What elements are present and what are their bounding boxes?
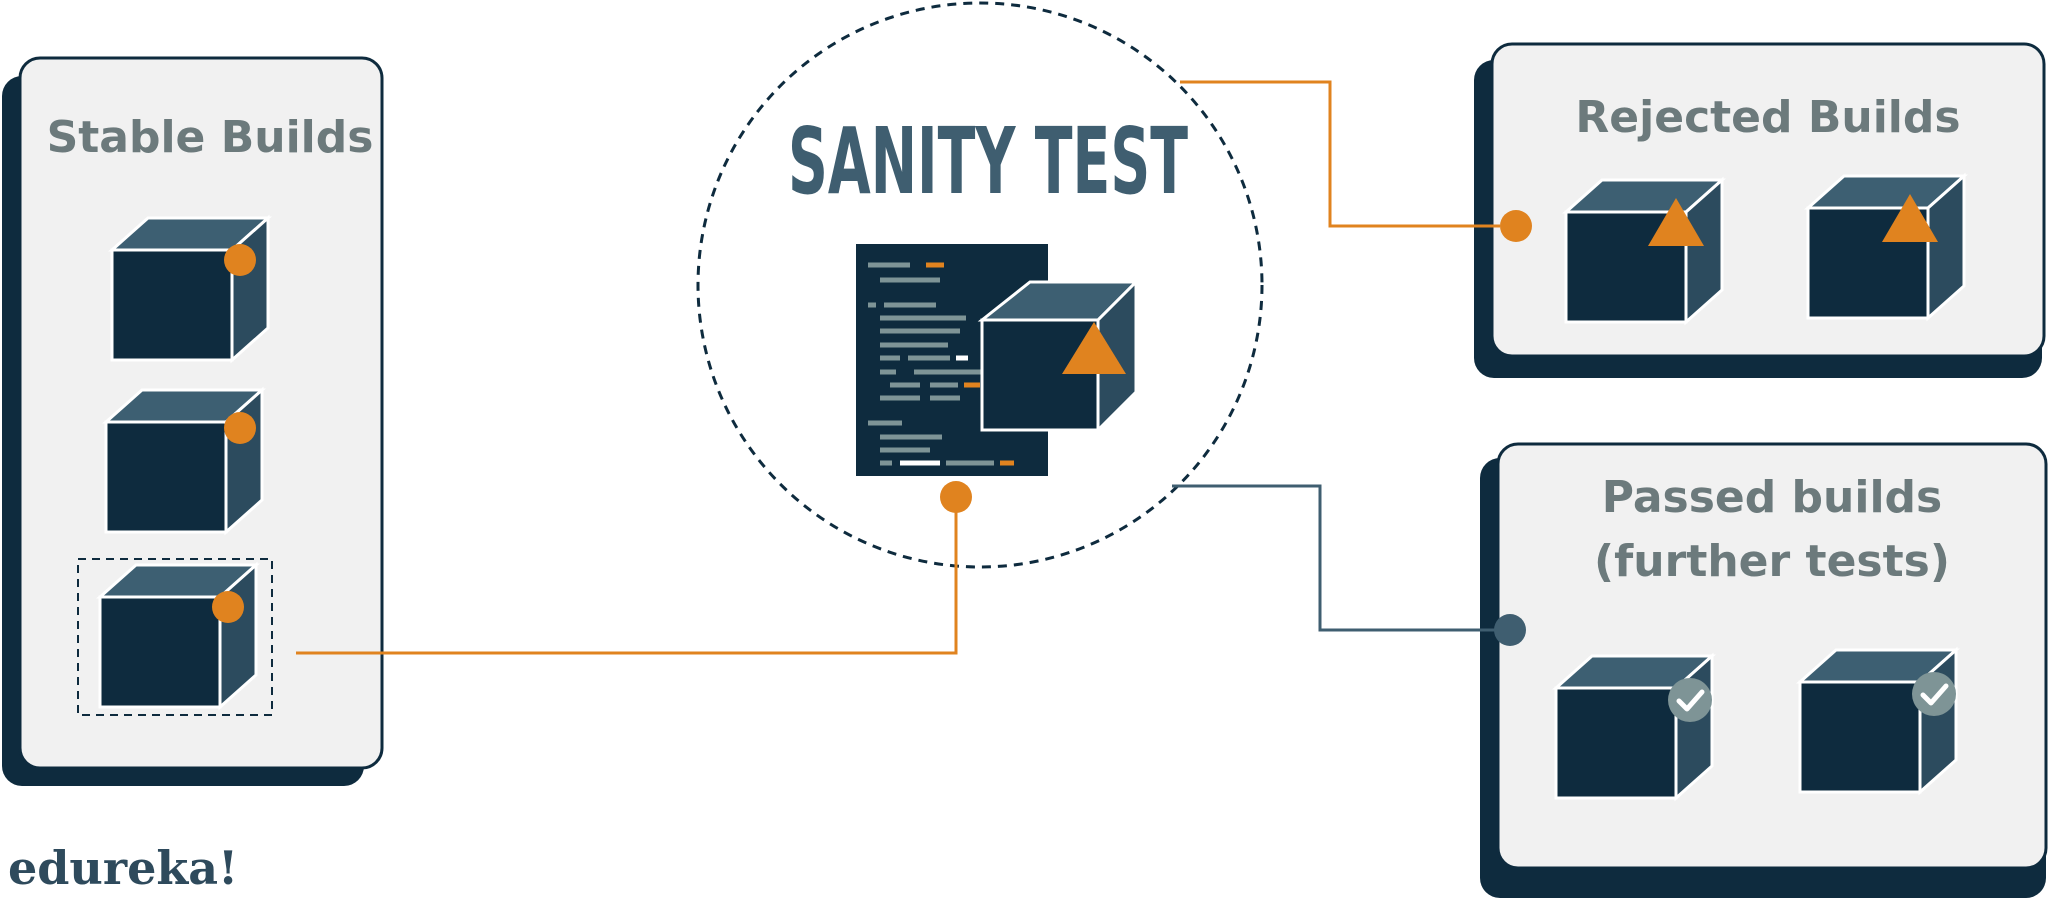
build-box-icon — [110, 216, 270, 362]
connector-test-to-rejected — [1180, 80, 1532, 242]
warning-triangle-icon — [1062, 322, 1126, 374]
checkmark-icon — [1668, 678, 1712, 722]
edureka-logo: edureka! — [8, 841, 238, 895]
passed-builds-label-line2: (further tests) — [1594, 536, 1950, 587]
build-box-icon — [1806, 174, 1966, 320]
status-dot-icon — [224, 244, 256, 276]
status-dot-icon — [1500, 210, 1532, 242]
sanity-test-circle: SANITY TEST — [696, 1, 1264, 569]
status-dot-icon — [1494, 614, 1526, 646]
passed-builds-panel: Passed builds (further tests) — [1480, 442, 2048, 898]
stable-builds-label: Stable Builds — [47, 112, 374, 163]
stable-builds-panel: Stable Builds — [2, 56, 384, 786]
build-box-icon — [977, 278, 1140, 434]
build-box-icon — [104, 388, 264, 534]
connector-test-to-passed — [1172, 484, 1526, 646]
build-box-icon — [1798, 648, 1958, 794]
warning-triangle-icon — [1882, 194, 1938, 242]
checkmark-icon — [1912, 672, 1956, 716]
passed-builds-label-line1: Passed builds — [1602, 472, 1942, 523]
selected-build-box-icon — [77, 558, 273, 716]
connector-stable-to-test — [296, 481, 972, 655]
status-dot-icon — [212, 591, 244, 623]
build-box-icon — [1554, 654, 1714, 800]
status-dot-icon — [224, 412, 256, 444]
sanity-test-title: SANITY TEST — [788, 108, 1188, 215]
rejected-builds-panel: Rejected Builds — [1474, 42, 2046, 378]
build-box-icon — [1564, 178, 1724, 324]
warning-triangle-icon — [1648, 198, 1704, 246]
status-dot-icon — [940, 481, 972, 513]
rejected-builds-label: Rejected Builds — [1575, 92, 1960, 143]
